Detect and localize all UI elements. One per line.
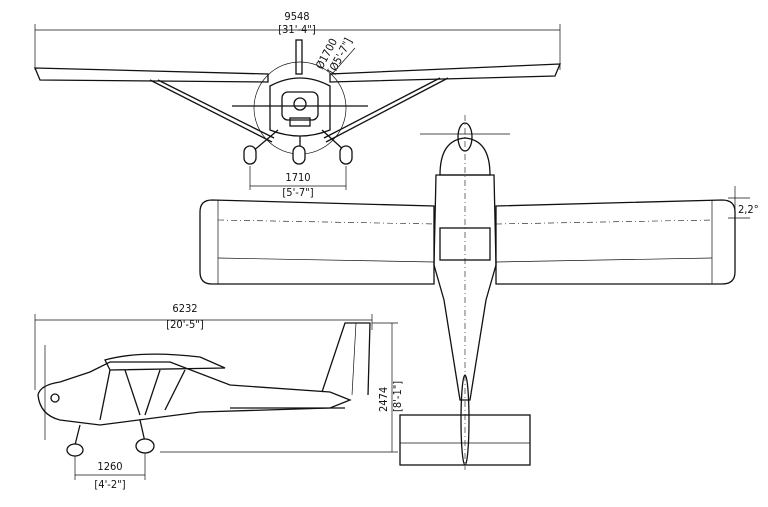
front-right-wing <box>329 63 561 83</box>
track-mm-label: 1710 <box>285 171 310 184</box>
track-ft-label: [5'-7"] <box>282 186 313 199</box>
wheelbase-mm-label: 1260 <box>97 460 122 473</box>
height-ft-label: [8'-1"] <box>391 381 404 412</box>
side-wing <box>104 353 226 371</box>
top-right-wing <box>495 199 736 285</box>
length-mm-label: 6232 <box>172 302 197 315</box>
front-left-wing <box>34 67 269 83</box>
spinner <box>457 122 473 152</box>
side-main-wheel <box>135 438 155 454</box>
top-left-wing <box>199 199 435 285</box>
wheelbase-ft-label: [4'-2"] <box>94 478 125 491</box>
length-ft-label: [20'-5"] <box>166 318 204 331</box>
front-view: 9548 [31'-4"] Ø1700 [Ø5'-7"] 1710 <box>34 10 561 199</box>
cowling <box>439 137 491 176</box>
wingspan-ft-label: [31'-4"] <box>278 23 316 36</box>
front-fuselage <box>269 77 331 137</box>
front-left-wheel <box>243 145 257 165</box>
front-nose-wheel <box>292 145 306 165</box>
side-nose-wheel <box>66 443 84 457</box>
side-fuselage <box>37 361 352 426</box>
dihedral-label: 2,2° <box>738 203 759 216</box>
front-right-wheel <box>339 145 353 165</box>
top-fuselage <box>433 174 497 401</box>
top-view: 2,2° <box>199 115 759 470</box>
height-mm-label: 2474 <box>377 387 390 412</box>
vertical-fin <box>321 322 371 396</box>
wingspan-mm-label: 9548 <box>284 10 309 23</box>
side-view: 6232 [20'-5"] 2474 [8'-1"] 1260 [4'-2"] <box>34 302 404 491</box>
